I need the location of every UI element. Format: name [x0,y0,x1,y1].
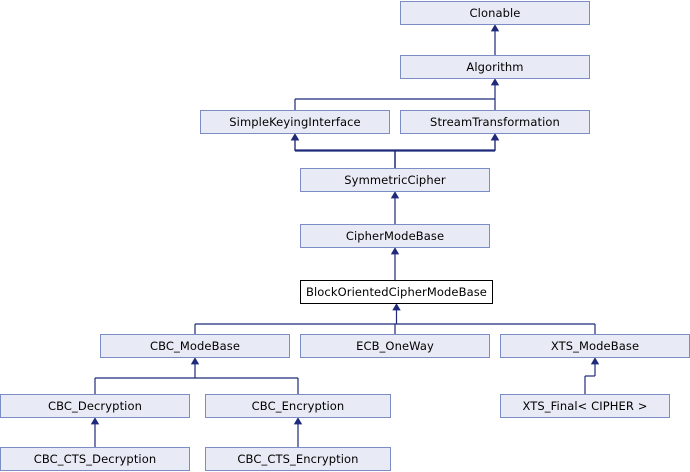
class-node-simplekeying[interactable]: SimpleKeyingInterface [200,110,390,134]
class-node-label: CBC_Decryption [47,399,142,413]
class-node-label: CBC_CTS_Decryption [33,452,157,466]
class-node-cbcctsdecrypt[interactable]: CBC_CTS_Decryption [0,447,190,471]
class-node-label: CipherModeBase [345,229,445,243]
class-node-label: BlockOrientedCipherModeBase [306,285,487,299]
class-node-cbcdecryption[interactable]: CBC_Decryption [0,394,190,418]
class-node-streamtransform[interactable]: StreamTransformation [400,110,590,134]
class-node-label: Algorithm [466,60,524,74]
class-node-label: CBC_CTS_Encryption [237,452,359,466]
class-node-cbcencryption[interactable]: CBC_Encryption [205,394,391,418]
class-node-symmetriccipher[interactable]: SymmetricCipher [300,168,490,192]
class-node-label: XTS_Final< CIPHER > [522,399,648,413]
class-node-label: CBC_ModeBase [149,339,241,353]
class-node-xtsfinal[interactable]: XTS_Final< CIPHER > [500,394,670,418]
class-node-algorithm[interactable]: Algorithm [400,55,590,79]
class-node-label: ECB_OneWay [356,339,434,353]
class-node-ciphermodebase[interactable]: CipherModeBase [300,224,490,248]
class-node-label: StreamTransformation [430,115,560,129]
class-node-label: CBC_Encryption [251,399,345,413]
class-node-label: SimpleKeyingInterface [229,115,361,129]
class-node-ecboneway[interactable]: ECB_OneWay [300,334,490,358]
class-node-xtsmodebase[interactable]: XTS_ModeBase [500,334,690,358]
class-node-label: XTS_ModeBase [550,339,640,353]
class-node-cbcctsencrypt[interactable]: CBC_CTS_Encryption [205,447,391,471]
class-node-blockoriented[interactable]: BlockOrientedCipherModeBase [300,280,493,304]
class-node-label: Clonable [469,6,521,20]
class-node-cbcmodebase[interactable]: CBC_ModeBase [100,334,290,358]
class-node-clonable[interactable]: Clonable [400,1,590,25]
class-node-label: SymmetricCipher [344,173,446,187]
